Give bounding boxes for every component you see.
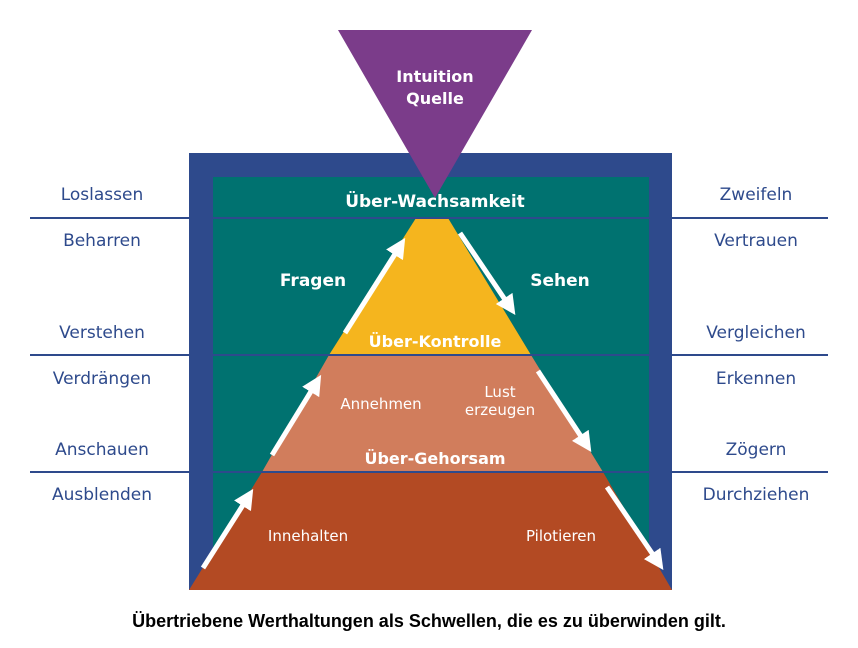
right-label-zweifeln: Zweifeln <box>720 185 793 205</box>
arrow-down-3 <box>604 485 664 570</box>
right-label-durchziehen: Durchziehen <box>703 485 810 505</box>
salmon-layer <box>262 355 603 472</box>
yellow-layer <box>329 218 531 355</box>
intuition-triangle <box>338 30 532 198</box>
quelle-label: Quelle <box>406 89 464 108</box>
lust-label: Lust <box>484 383 515 401</box>
rust-layer <box>189 472 672 590</box>
sehen-label: Sehen <box>530 271 590 291</box>
left-label-anschauen: Anschauen <box>55 440 149 460</box>
ueber-gehorsam-label: Über-Gehorsam <box>364 449 505 468</box>
fragen-label: Fragen <box>280 271 346 291</box>
left-label-loslassen: Loslassen <box>61 185 144 205</box>
right-label-zoegern: Zögern <box>726 440 787 460</box>
arrow-up-1 <box>200 488 254 570</box>
innehalten-label: Innehalten <box>268 527 348 545</box>
arrow-down-2 <box>535 369 592 453</box>
ueber-wachsamkeit-label: Über-Wachsamkeit <box>345 190 525 212</box>
left-label-verdraengen: Verdrängen <box>53 369 151 389</box>
pilotieren-label: Pilotieren <box>526 527 596 545</box>
arrow-up-3 <box>342 237 406 335</box>
right-label-vertrauen: Vertrauen <box>714 231 798 251</box>
left-label-verstehen: Verstehen <box>59 323 145 343</box>
erzeugen-label: erzeugen <box>465 401 535 419</box>
arrow-up-2 <box>269 374 322 457</box>
right-label-vergleichen: Vergleichen <box>706 323 806 343</box>
left-label-ausblenden: Ausblenden <box>52 485 152 505</box>
intuition-label: Intuition <box>396 67 473 86</box>
ueber-kontrolle-label: Über-Kontrolle <box>369 332 502 351</box>
diagram-caption: Übertriebene Werthaltungen als Schwellen… <box>132 611 726 631</box>
annehmen-label: Annehmen <box>340 395 421 413</box>
right-label-erkennen: Erkennen <box>716 369 796 389</box>
left-label-beharren: Beharren <box>63 231 141 251</box>
arrow-down-1 <box>457 231 516 315</box>
